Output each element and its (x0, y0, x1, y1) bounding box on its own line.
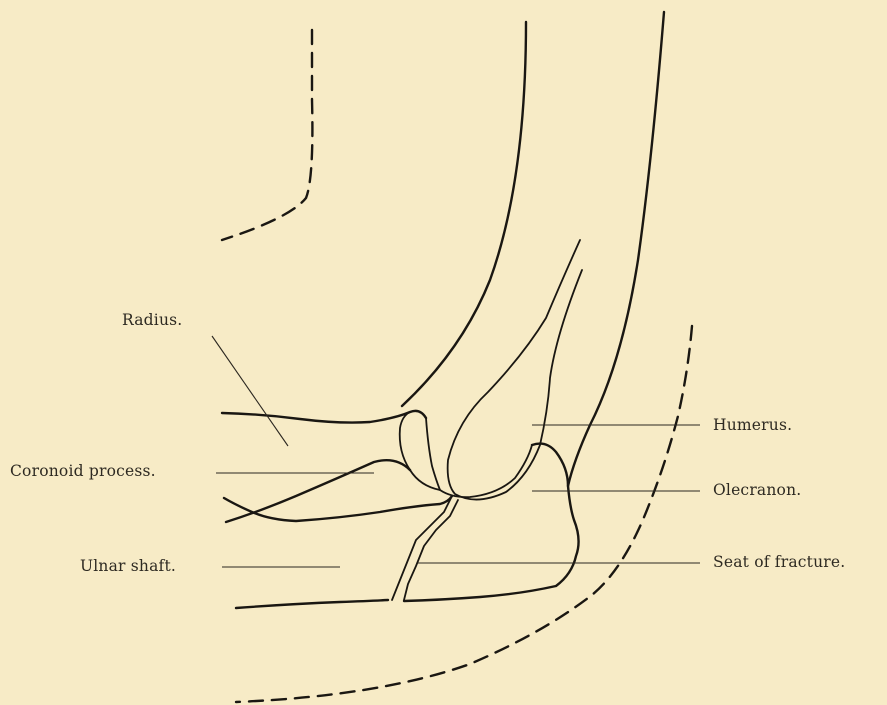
label-coronoid-process: Coronoid process. (10, 464, 156, 480)
radius-head (400, 412, 440, 490)
label-humerus: Humerus. (713, 418, 792, 434)
fracture-line (392, 496, 452, 600)
ulna-lower-border (236, 600, 388, 608)
label-ulnar-shaft: Ulnar shaft. (80, 559, 176, 575)
humerus-front-border (402, 22, 526, 406)
radius-upper-border (222, 411, 426, 423)
coronoid-process (440, 445, 532, 497)
label-seat-of-fracture: Seat of fracture. (713, 555, 845, 571)
olecranon (404, 444, 579, 601)
radius-leader (212, 336, 288, 446)
label-radius: Radius. (122, 313, 182, 329)
skin-outline-lower (236, 326, 692, 702)
skin-outline-upper (222, 30, 312, 240)
ulna-upper-border (224, 496, 452, 521)
label-olecranon: Olecranon. (713, 483, 801, 499)
humerus-back-border (568, 12, 664, 486)
